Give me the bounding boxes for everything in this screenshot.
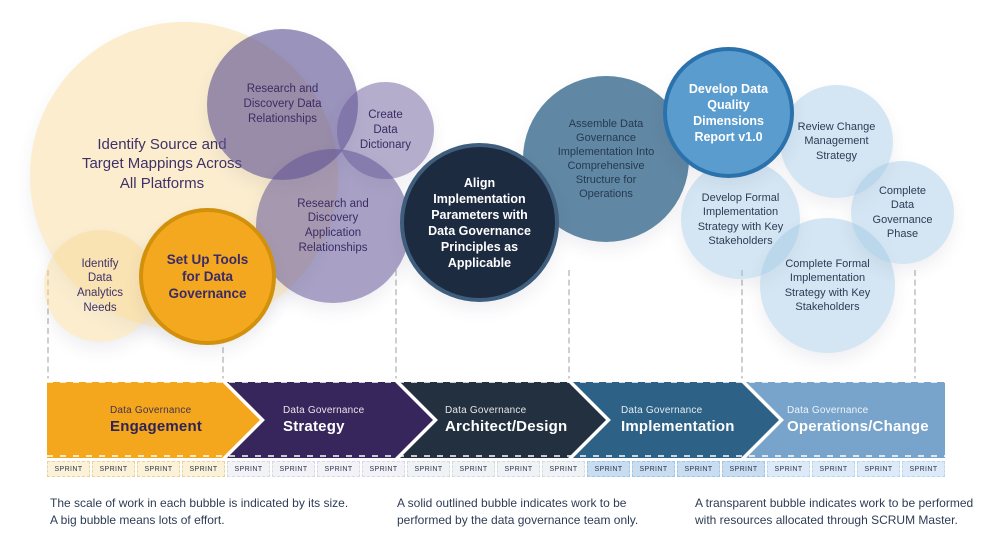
sprint-box: SPRINT xyxy=(407,461,450,477)
bubble-complete-formal-implementation-strategy: Complete Formal Implementation Strategy … xyxy=(760,218,895,353)
bubble-label: Align Implementation Parameters with Dat… xyxy=(428,175,531,270)
bubble-label: Research and Discovery Application Relat… xyxy=(297,197,369,254)
sprint-label: SPRINT xyxy=(234,465,263,473)
phase-eyebrow: Data Governance xyxy=(110,405,192,416)
sprint-label: SPRINT xyxy=(684,465,713,473)
band-bottom-dashes xyxy=(47,455,945,457)
sprint-label: SPRINT xyxy=(54,465,83,473)
sprint-row: SPRINT SPRINT SPRINT SPRINT SPRINT SPRIN… xyxy=(47,461,945,477)
phase-guide-line xyxy=(568,270,570,382)
sprint-box: SPRINT xyxy=(542,461,585,477)
bubble-research-discovery-application-relationships: Research and Discovery Application Relat… xyxy=(256,149,410,303)
sprint-box: SPRINT xyxy=(92,461,135,477)
phase-eyebrow: Data Governance xyxy=(621,405,703,416)
bubble-identify-data-analytics-needs: Identify Data Analytics Needs xyxy=(44,230,156,342)
bubble-label: Create Data Dictionary xyxy=(359,109,412,151)
sprint-box: SPRINT xyxy=(767,461,810,477)
legend-transparent-bubble: A transparent bubble indicates work to b… xyxy=(695,496,974,527)
phase-title: Operations/Change xyxy=(787,418,929,435)
bubble-label: Complete Formal Implementation Strategy … xyxy=(784,258,871,313)
band-top-dashes xyxy=(47,381,945,383)
sprint-label: SPRINT xyxy=(189,465,218,473)
sprint-label: SPRINT xyxy=(504,465,533,473)
sprint-label: SPRINT xyxy=(549,465,578,473)
sprint-label: SPRINT xyxy=(639,465,668,473)
sprint-label: SPRINT xyxy=(144,465,173,473)
phase-label-architect-design: Data Governance Architect/Design xyxy=(445,382,567,458)
sprint-box: SPRINT xyxy=(362,461,405,477)
sprint-label: SPRINT xyxy=(819,465,848,473)
sprint-label: SPRINT xyxy=(279,465,308,473)
sprint-label: SPRINT xyxy=(369,465,398,473)
phase-guide-line xyxy=(914,270,916,382)
phase-label-strategy: Data Governance Strategy xyxy=(283,382,364,458)
sprint-box: SPRINT xyxy=(182,461,225,477)
sprint-label: SPRINT xyxy=(864,465,893,473)
bubble-align-implementation-parameters: Align Implementation Parameters with Dat… xyxy=(400,143,559,302)
bubble-review-change-management-strategy: Review Change Management Strategy xyxy=(780,85,893,198)
sprint-box: SPRINT xyxy=(632,461,675,477)
sprint-label: SPRINT xyxy=(99,465,128,473)
phase-eyebrow: Data Governance xyxy=(787,405,869,416)
sprint-label: SPRINT xyxy=(729,465,758,473)
sprint-label: SPRINT xyxy=(774,465,803,473)
sprint-box: SPRINT xyxy=(317,461,360,477)
bubble-develop-data-quality-dimensions-report: Develop Data Quality Dimensions Report v… xyxy=(663,47,794,178)
phase-title: Engagement xyxy=(110,418,203,435)
legend-bubble-size: The scale of work in each bubble is indi… xyxy=(50,496,349,527)
sprint-box: SPRINT xyxy=(677,461,720,477)
sprint-box: SPRINT xyxy=(452,461,495,477)
legend-solid-outlined-bubble: A solid outlined bubble indicates work t… xyxy=(397,496,639,527)
sprint-box: SPRINT xyxy=(902,461,945,477)
bubble-label: Research and Discovery Data Relationship… xyxy=(243,83,322,125)
phase-guide-line xyxy=(395,270,397,382)
bubble-label: Develop Data Quality Dimensions Report v… xyxy=(688,81,769,144)
sprint-box: SPRINT xyxy=(47,461,90,477)
phase-guide-line xyxy=(47,270,49,382)
phase-eyebrow: Data Governance xyxy=(445,405,527,416)
sprint-box: SPRINT xyxy=(587,461,630,477)
sprint-box: SPRINT xyxy=(722,461,765,477)
phase-title: Implementation xyxy=(621,418,735,435)
bubble-label: Review Change Management Strategy xyxy=(797,121,876,162)
bubble-label: Identify Data Analytics Needs xyxy=(76,257,124,314)
bubble-label: Assemble Data Governance Implementation … xyxy=(557,117,655,201)
sprint-label: SPRINT xyxy=(594,465,623,473)
sprint-box: SPRINT xyxy=(497,461,540,477)
sprint-label: SPRINT xyxy=(414,465,443,473)
bubble-develop-formal-implementation-strategy: Develop Formal Implementation Strategy w… xyxy=(681,160,800,279)
phase-label-operations-change: Data Governance Operations/Change xyxy=(787,382,929,458)
phase-label-engagement: Data Governance Engagement xyxy=(110,382,202,458)
bubble-complete-data-governance-phase: Complete Data Governance Phase xyxy=(851,161,954,264)
phase-title: Strategy xyxy=(283,418,345,435)
bubble-label: Develop Formal Implementation Strategy w… xyxy=(697,192,784,247)
sprint-label: SPRINT xyxy=(459,465,488,473)
sprint-box: SPRINT xyxy=(857,461,900,477)
sprint-label: SPRINT xyxy=(909,465,938,473)
sprint-box: SPRINT xyxy=(812,461,855,477)
phase-chevron-band xyxy=(43,378,949,462)
bubble-label: Set Up Tools for Data Governance xyxy=(166,251,249,302)
sprint-box: SPRINT xyxy=(227,461,270,477)
phase-guide-line xyxy=(741,270,743,382)
sprint-box: SPRINT xyxy=(137,461,180,477)
phase-label-implementation: Data Governance Implementation xyxy=(621,382,735,458)
sprint-label: SPRINT xyxy=(324,465,353,473)
bubble-set-up-tools-for-data-governance: Set Up Tools for Data Governance xyxy=(139,208,276,345)
phase-title: Architect/Design xyxy=(445,418,568,435)
phase-eyebrow: Data Governance xyxy=(283,405,365,416)
sprint-box: SPRINT xyxy=(272,461,315,477)
bubble-label: Complete Data Governance Phase xyxy=(872,185,933,240)
